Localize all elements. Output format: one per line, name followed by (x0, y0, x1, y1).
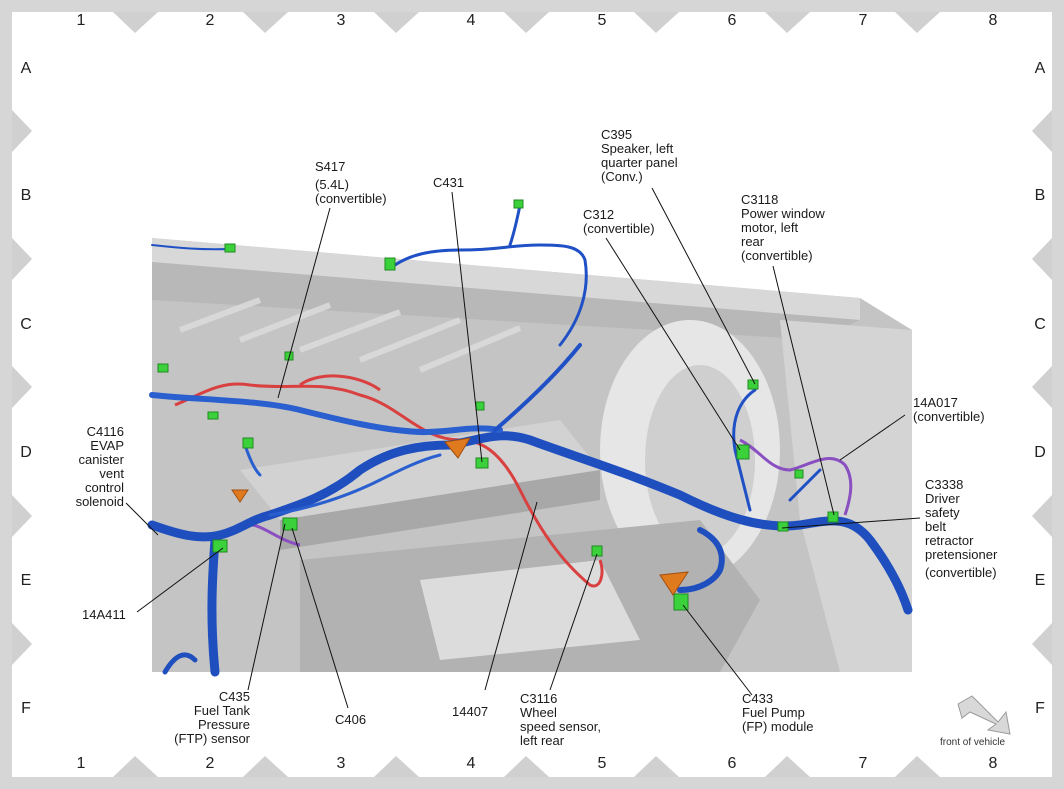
top-zone-markers (113, 12, 940, 33)
purple-wire (739, 438, 853, 516)
label-c433: C433 Fuel Pump (FP) module (742, 691, 814, 734)
label-14407: 14407 (452, 704, 489, 719)
left-zone-markers (12, 110, 32, 665)
connectors (157, 199, 839, 611)
grid-row-a-right: A (1034, 60, 1046, 77)
grid-row-d-left: D (20, 444, 32, 461)
grid-row-b-left: B (20, 187, 32, 204)
front-of-vehicle-label: front of vehicle (940, 737, 1006, 748)
grid-col-5-bottom: 5 (597, 755, 607, 772)
grid-row-e-right: E (1034, 572, 1046, 589)
label-s417: S417 (5.4L) (convertible) (315, 159, 387, 206)
vehicle-body (152, 238, 912, 672)
label-c4116: C4116 EVAP canister vent control solenoi… (75, 424, 124, 509)
label-c312: C312 (convertible) (583, 207, 655, 236)
right-zone-markers (1032, 110, 1052, 665)
label-c435: C435 Fuel Tank Pressure (FTP) sensor (174, 689, 250, 746)
label-c395: C395 Speaker, left quarter panel (Conv.) (601, 127, 678, 184)
red-wire-branch (299, 374, 381, 392)
grid-row-c-right: C (1034, 316, 1046, 333)
grid-row-f-left: F (21, 700, 31, 717)
grid-col-4-bottom: 4 (466, 755, 476, 772)
label-c406: C406 (335, 712, 367, 727)
red-wire (174, 382, 604, 588)
orange-splices (231, 437, 689, 596)
label-14a411: 14A411 (82, 607, 126, 622)
grid-col-2-bottom: 2 (205, 755, 215, 772)
grid-col-7-bottom: 7 (858, 755, 868, 772)
label-c3116: C3116 Wheel speed sensor, left rear (520, 691, 601, 748)
bottom-zone-markers (113, 756, 940, 777)
grid-row-c-left: C (20, 316, 32, 333)
grid-row-b-right: B (1034, 187, 1046, 204)
grid-col-3-top: 3 (336, 12, 346, 29)
leader-lines (125, 187, 921, 709)
grid-row-f-right: F (1035, 700, 1045, 717)
grid-row-a-left: A (20, 60, 32, 77)
grid-col-8-top: 8 (988, 12, 998, 29)
grid-col-1-bottom: 1 (76, 755, 86, 772)
label-c3118: C3118 Power window motor, left rear (con… (741, 192, 825, 263)
grid-row-e-left: E (20, 572, 32, 589)
grid-col-7-top: 7 (858, 12, 868, 29)
grid-col-4-top: 4 (466, 12, 476, 29)
grid-col-5-top: 5 (597, 12, 607, 29)
grid-col-6-bottom: 6 (727, 755, 737, 772)
grid-col-6-top: 6 (727, 12, 737, 29)
grid-col-8-bottom: 8 (988, 755, 998, 772)
label-c3338: C3338 Driver safety belt retractor prete… (925, 477, 998, 580)
grid-col-2-top: 2 (205, 12, 215, 29)
label-c431: C431 (433, 175, 465, 190)
grid-row-d-right: D (1034, 444, 1046, 461)
label-14a017: 14A017 (convertible) (913, 395, 985, 424)
front-of-vehicle-arrow-icon (957, 695, 1011, 735)
grid-col-3-bottom: 3 (336, 755, 346, 772)
grid-col-1-top: 1 (76, 12, 86, 29)
